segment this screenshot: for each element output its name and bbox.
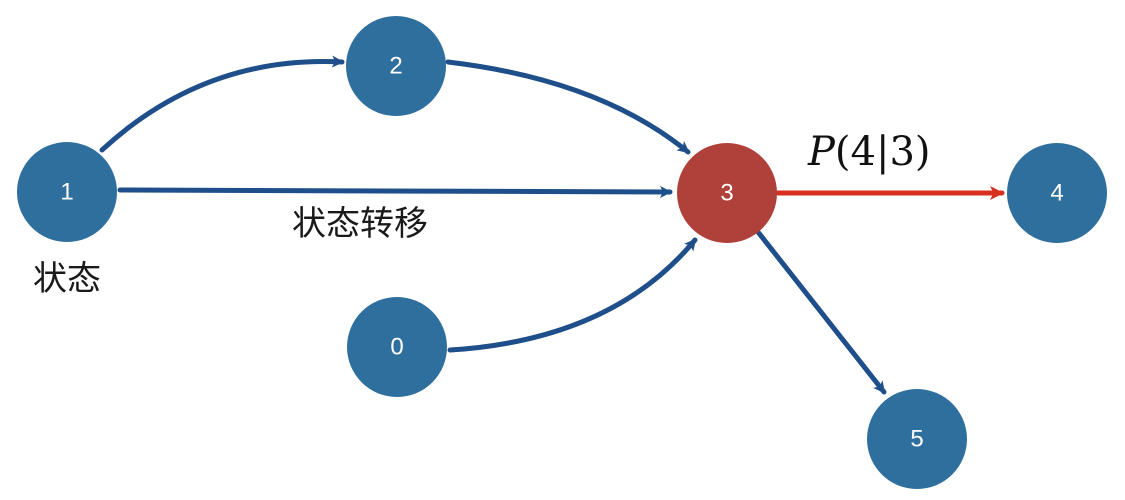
node-5-label: 5 [910,426,923,453]
transition-probability-label: P(4|3) [807,129,931,175]
edge-3-to-5 [755,229,887,395]
edge-2-to-3 [445,59,691,155]
node-5: 5 [867,389,967,489]
node-1: 1 [17,142,117,242]
node-4-circle [1007,143,1107,243]
state-transition-label: 状态转移 [292,204,428,244]
edge-1-to-2 [99,55,345,153]
node-4-label: 4 [1050,180,1063,207]
node-2: 2 [346,16,446,116]
edges [99,55,1005,395]
edge-1-to-3 [117,185,673,198]
edge-0-to-3 [447,237,698,353]
state-label: 状态 [33,259,101,299]
node-1-circle [17,142,117,242]
node-2-label: 2 [389,53,402,80]
prob-target-state: 4 [851,129,876,175]
node-3: 3 [677,143,777,243]
node-0: 0 [347,297,447,397]
node-1-label: 1 [60,179,73,206]
prob-open-paren: ( [835,129,851,175]
node-0-label: 0 [390,334,403,361]
node-3-circle [677,143,777,243]
prob-symbol: P [807,129,836,175]
prob-close-paren: ) [915,129,931,175]
node-3-label: 3 [720,180,733,207]
node-4: 4 [1007,143,1107,243]
node-5-circle [867,389,967,489]
node-2-circle [346,16,446,116]
node-0-circle [347,297,447,397]
prob-condition-bar: | [876,129,889,175]
prob-given-state: 3 [889,129,914,175]
